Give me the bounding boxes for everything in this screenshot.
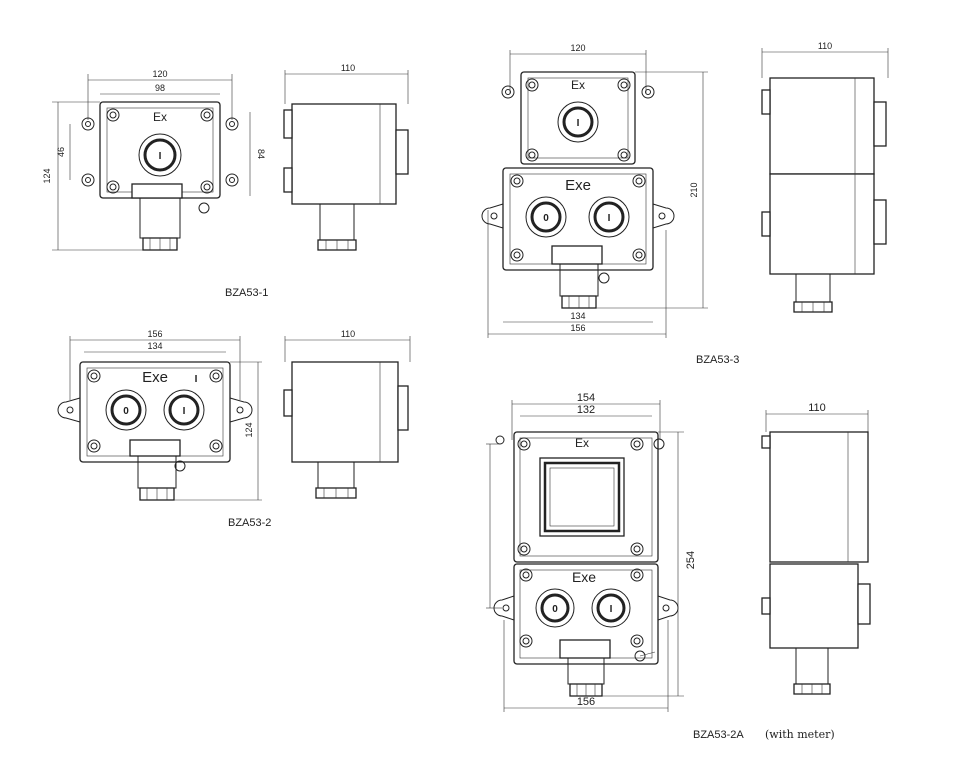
push-button-top-label: I	[577, 118, 580, 129]
side-body-bottom	[769, 563, 859, 649]
dim-height: 124	[244, 422, 254, 437]
caption-bza53-1: BZA53-1	[225, 287, 268, 299]
push-button-top	[557, 101, 599, 143]
ex-marking: Ex	[571, 78, 585, 92]
terminal-plate	[559, 639, 611, 659]
exe-marking: Exe	[142, 369, 168, 386]
bza53-3-front-view: 120 Ex I Exe 0 I	[481, 43, 708, 338]
push-button-left	[105, 389, 147, 431]
enclosure-body	[79, 361, 231, 463]
caption-bza53-3: BZA53-3	[696, 354, 739, 366]
bza53-2-side-view: 110	[283, 329, 411, 499]
push-button-left-label: 0	[552, 604, 558, 615]
bza53-2a-side-view: 110	[761, 402, 871, 695]
dim-side-width: 110	[341, 329, 355, 339]
push-button-right-label: I	[608, 213, 611, 224]
push-button-right-label: I	[183, 406, 186, 417]
marking-right: I	[195, 374, 198, 385]
push-button-right-label: I	[610, 604, 613, 615]
push-button-left-label: 0	[543, 213, 549, 224]
dim-width-outer: 156	[147, 329, 162, 339]
side-body-top	[769, 431, 869, 563]
bza53-1-side-view: 110	[283, 63, 409, 251]
dim-width-outer: 154	[577, 392, 595, 404]
ex-marking: Ex	[575, 436, 589, 450]
dim-width-bottom: 156	[577, 696, 595, 708]
bza53-2a-front-view: 154 132 Ex Exe 0 I	[486, 392, 697, 712]
enclosure-bottom	[502, 167, 654, 271]
dim-height: 210	[689, 182, 699, 197]
dim-width-inner: 134	[570, 311, 585, 321]
push-button-right	[163, 389, 205, 431]
enclosure-buttons	[513, 563, 659, 665]
push-button-right	[588, 196, 630, 238]
side-body-top	[769, 77, 875, 175]
dim-mount-right: 84	[256, 149, 266, 159]
caption-bza53-2: BZA53-2	[228, 517, 271, 529]
terminal-plate	[551, 245, 603, 265]
dim-width-inner: 132	[577, 404, 595, 416]
push-button-left-label: 0	[123, 406, 129, 417]
exe-marking: Exe	[565, 177, 591, 194]
dim-side-width: 110	[808, 402, 826, 414]
terminal-plate	[129, 439, 181, 457]
side-body	[291, 361, 399, 463]
dim-width-top: 120	[570, 43, 585, 53]
push-button-label: I	[159, 151, 162, 162]
push-button-left	[525, 196, 567, 238]
exe-marking: Exe	[572, 569, 596, 585]
dim-width-inner: 134	[147, 341, 162, 351]
bza53-3-side-view: 110	[761, 41, 889, 313]
caption-bza53-2a: BZA53-2A	[693, 729, 744, 741]
push-button-right	[591, 588, 631, 628]
dim-height: 124	[42, 168, 52, 183]
caption-bza53-2a-note: (with meter)	[765, 728, 835, 741]
push-button	[138, 133, 182, 177]
dim-side-width: 110	[341, 63, 355, 73]
side-body	[291, 103, 397, 205]
terminal-plate	[131, 183, 183, 199]
meter-window	[543, 461, 621, 533]
dim-width-inner: 98	[155, 83, 165, 93]
bza53-2-front-view: 156 134 Exe I 0 I 124	[57, 329, 262, 501]
dim-mount-left: 46	[56, 147, 66, 157]
dim-height: 254	[685, 551, 697, 569]
side-body-bottom	[769, 173, 875, 275]
dim-width-outer: 156	[570, 323, 585, 333]
dim-side-width: 110	[818, 41, 832, 51]
push-button-left	[535, 588, 575, 628]
bza53-1-front-view: 120 98 Ex I 124 46 84	[42, 69, 266, 251]
dim-width-outer: 120	[152, 69, 167, 79]
ex-marking: Ex	[153, 110, 167, 124]
